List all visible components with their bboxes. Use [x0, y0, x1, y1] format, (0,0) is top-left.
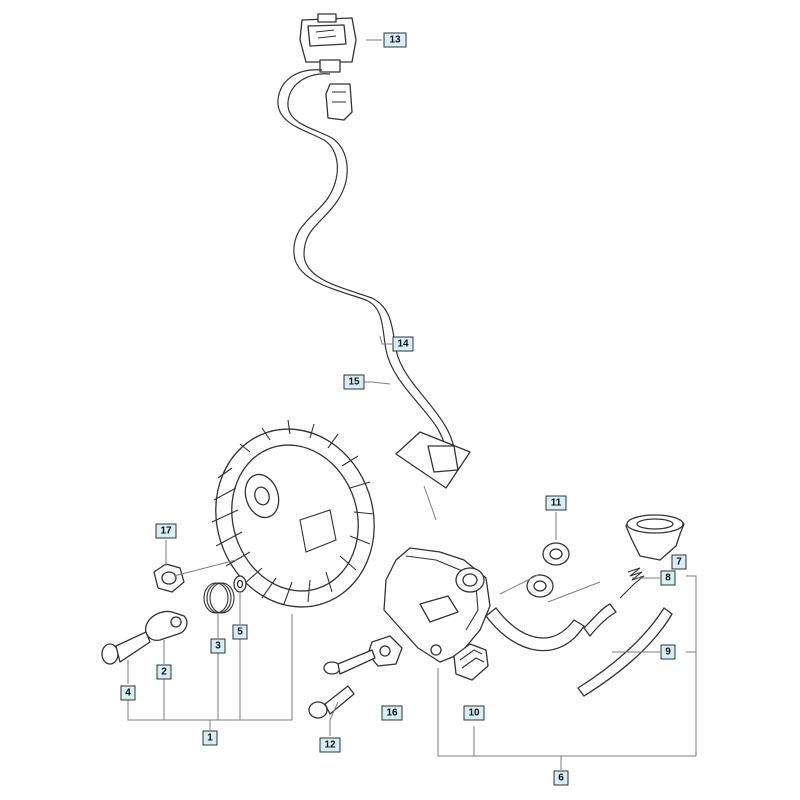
callout-6: 6 — [553, 770, 569, 786]
callout-3: 3 — [210, 638, 226, 654]
callout-2-text: 2 — [161, 667, 167, 678]
callout-13: 13 — [383, 32, 407, 48]
callout-1-text: 1 — [207, 733, 213, 744]
callout-8-text: 8 — [665, 573, 671, 584]
washer — [233, 575, 247, 593]
callout-12: 12 — [319, 737, 341, 753]
flywheel — [211, 419, 375, 608]
callout-10-text: 10 — [468, 708, 480, 719]
pawl-screw — [101, 631, 151, 665]
callout-14: 14 — [392, 336, 414, 352]
rubber-buffer — [453, 643, 489, 681]
callout-1: 1 — [202, 730, 218, 746]
ignition-bracket-plate — [395, 431, 471, 489]
flywheel-nut — [153, 563, 185, 593]
callout-17: 17 — [155, 523, 177, 539]
grommet — [625, 514, 685, 561]
washer-plate — [367, 635, 403, 667]
starter-pawl — [144, 610, 188, 641]
callout-11-text: 11 — [551, 498, 562, 509]
callout-7-text: 7 — [676, 557, 682, 568]
callout-17-text: 17 — [160, 526, 172, 537]
wire-harness — [277, 69, 459, 463]
callout-4: 4 — [120, 685, 136, 701]
callout-5-text: 5 — [237, 627, 243, 638]
callout-2: 2 — [156, 664, 172, 680]
module-screws — [308, 649, 376, 719]
callout-13-text: 13 — [389, 35, 401, 46]
callout-16: 16 — [381, 705, 403, 721]
callout-15: 15 — [343, 374, 365, 390]
callout-11: 11 — [545, 495, 567, 511]
callout-9-text: 9 — [665, 647, 671, 658]
stop-switch — [299, 13, 357, 73]
callout-8: 8 — [660, 570, 676, 586]
callout-5: 5 — [232, 624, 248, 640]
leader-lines — [127, 39, 697, 770]
callout-12-text: 12 — [324, 740, 336, 751]
callout-14-text: 14 — [397, 339, 409, 350]
hose — [485, 603, 673, 697]
callout-7: 7 — [671, 554, 687, 570]
callout-3-text: 3 — [215, 641, 221, 652]
pawl-spring — [203, 582, 235, 614]
ignition-module — [383, 547, 491, 663]
callout-10: 10 — [463, 705, 485, 721]
callout-4-text: 4 — [125, 688, 131, 699]
callout-6-text: 6 — [558, 773, 564, 784]
callout-15-text: 15 — [348, 377, 360, 388]
small-spring — [619, 567, 645, 599]
callout-16-text: 16 — [386, 708, 398, 719]
spacer-sleeve — [526, 542, 570, 598]
callout-9: 9 — [660, 644, 676, 660]
